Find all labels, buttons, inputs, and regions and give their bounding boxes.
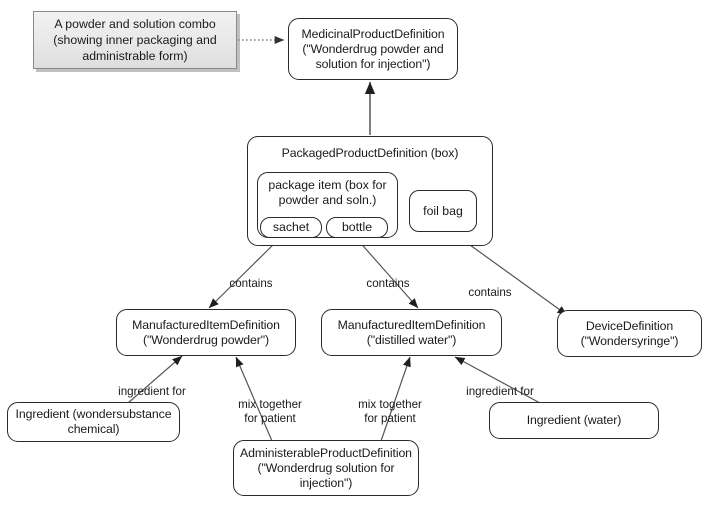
- node-label-sachet: sachet: [272, 220, 310, 234]
- edge-label-text: contains: [229, 277, 273, 290]
- edge-label-text: contains: [468, 286, 512, 299]
- node-ingredient-water[interactable]: Ingredient (water): [489, 402, 659, 439]
- edge-label-text: contains: [366, 277, 410, 290]
- node-label-packaged-product: PackagedProductDefinition (box): [281, 146, 459, 160]
- node-label-ingredient-water: Ingredient (water): [526, 413, 622, 427]
- edge-label-text: ingredient for: [466, 385, 534, 398]
- node-label-foil-bag: foil bag: [423, 203, 463, 218]
- edge-label-mix-left: mix together for patient: [224, 384, 316, 426]
- node-manufactured-item-water[interactable]: ManufacturedItemDefinition ("distilled w…: [321, 309, 502, 356]
- node-device-definition[interactable]: DeviceDefinition ("Wondersyringe"): [557, 310, 702, 357]
- node-label-ingredient-chemical: Ingredient (wondersubstance chemical): [15, 407, 172, 436]
- node-label-bottle: bottle: [341, 220, 373, 234]
- note-powder-solution-combo: A powder and solution combo (showing inn…: [33, 11, 237, 69]
- edge-label-contains-foil: contains: [450, 272, 530, 300]
- node-label-package-item: package item (box for powder and soln.): [268, 178, 387, 207]
- edge-label-contains-bottle: contains: [353, 263, 423, 291]
- node-medicinal-product-definition[interactable]: MedicinalProductDefinition ("Wonderdrug …: [288, 18, 458, 80]
- node-label-manufactured-water: ManufacturedItemDefinition ("distilled w…: [337, 317, 486, 347]
- node-ingredient-chemical[interactable]: Ingredient (wondersubstance chemical): [7, 402, 180, 442]
- node-label-device: DeviceDefinition ("Wondersyringe"): [580, 318, 679, 348]
- edge-label-text: mix together for patient: [238, 398, 302, 425]
- node-foil-bag[interactable]: foil bag: [409, 190, 477, 232]
- edge-label-text: ingredient for: [118, 385, 186, 398]
- node-bottle[interactable]: bottle: [326, 217, 388, 238]
- edge-label-contains-sachet: contains: [216, 263, 286, 291]
- note-text: A powder and solution combo (showing inn…: [53, 17, 217, 63]
- node-sachet[interactable]: sachet: [260, 217, 322, 238]
- edge-label-ingredient-for-left: ingredient for: [104, 371, 200, 399]
- edge-label-mix-right: mix together for patient: [344, 384, 436, 426]
- edge-label-ingredient-for-right: ingredient for: [452, 371, 548, 399]
- node-label-medicinal-product: MedicinalProductDefinition ("Wonderdrug …: [301, 26, 445, 71]
- node-manufactured-item-powder[interactable]: ManufacturedItemDefinition ("Wonderdrug …: [116, 309, 296, 356]
- node-label-administerable-product: AdministerableProductDefinition ("Wonder…: [240, 445, 412, 490]
- node-label-manufactured-powder: ManufacturedItemDefinition ("Wonderdrug …: [132, 317, 280, 347]
- edge-label-text: mix together for patient: [358, 398, 422, 425]
- node-administerable-product-definition[interactable]: AdministerableProductDefinition ("Wonder…: [233, 440, 419, 496]
